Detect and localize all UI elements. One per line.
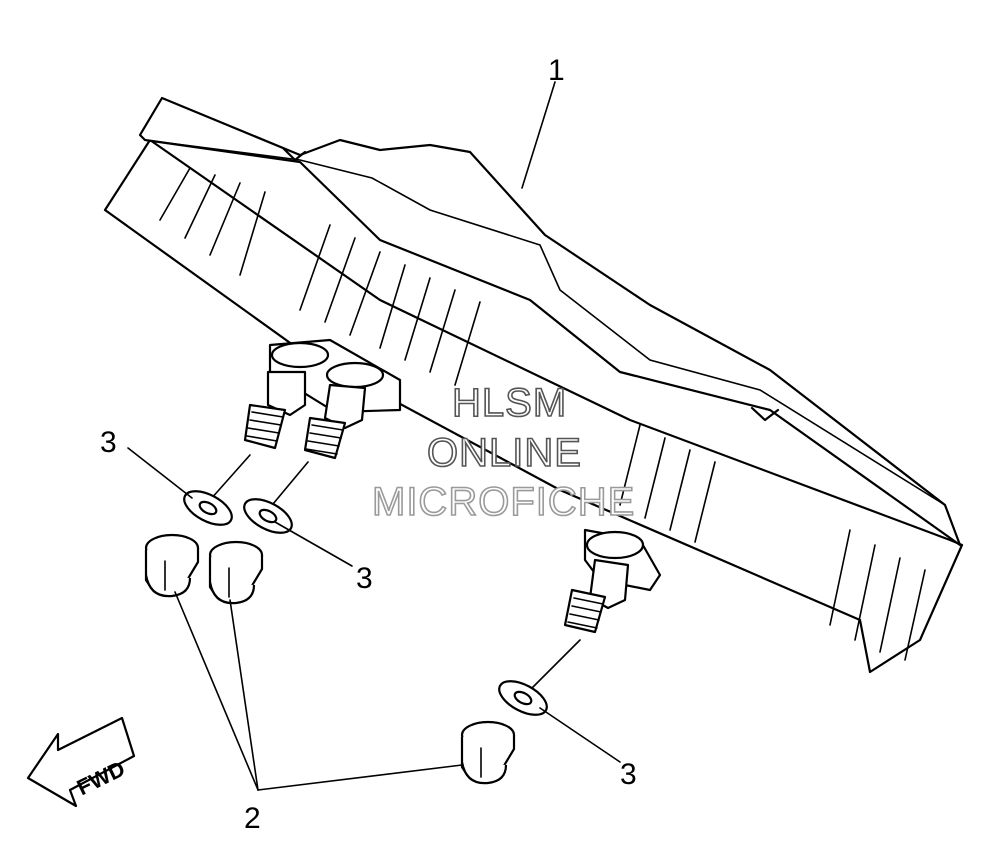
callout-part-2: 2 (244, 802, 261, 835)
meter-housing (103, 96, 964, 674)
forward-direction-arrow: FWD (26, 716, 136, 808)
watermark: HLSM ONLINE MICROFICHE (371, 380, 635, 525)
nut-middle (208, 540, 264, 605)
nut-right (460, 720, 516, 785)
leader-lines (127, 81, 621, 791)
callout-part-1: 1 (548, 54, 565, 87)
callout-part-3-left: 3 (100, 426, 117, 459)
housing-ribs (159, 167, 926, 661)
watermark-line-1: HLSM (452, 381, 567, 425)
mounting-studs (243, 338, 662, 634)
nut-left (144, 533, 200, 598)
nuts (144, 533, 516, 785)
watermark-line-2: ONLINE (427, 431, 582, 475)
watermark-line-3: MICROFICHE (372, 480, 635, 524)
washer-left (183, 490, 233, 526)
washer-right (498, 680, 548, 716)
callout-part-3-middle: 3 (356, 562, 373, 595)
washer-middle (243, 498, 293, 534)
callout-part-3-right: 3 (620, 758, 637, 791)
assembly-axis-lines (209, 454, 581, 691)
